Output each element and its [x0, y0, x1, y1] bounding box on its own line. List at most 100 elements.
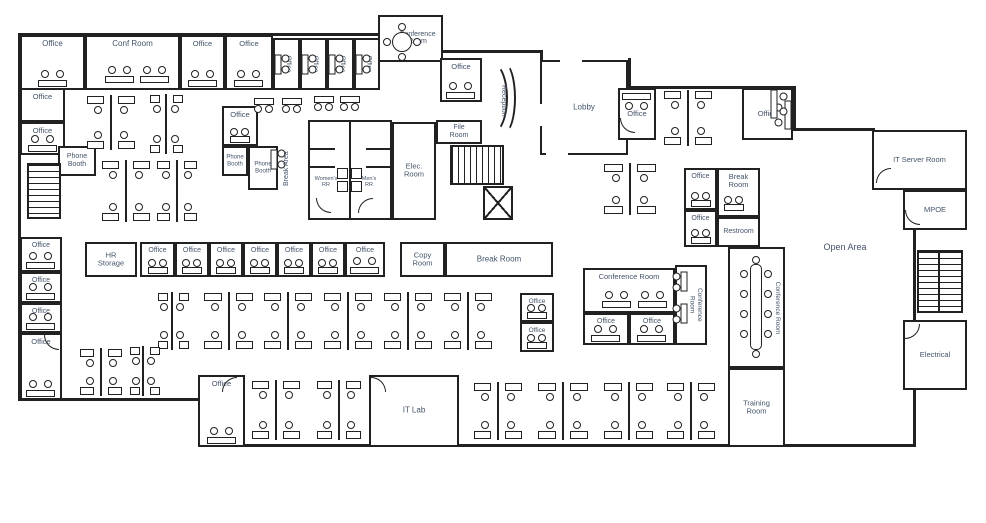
cubicle-desk	[637, 164, 656, 172]
chair-icon	[241, 128, 249, 136]
room-label: Office	[691, 215, 710, 222]
desk-surface	[527, 342, 547, 349]
chair-icon	[640, 325, 648, 333]
desk-with-chairs	[525, 304, 549, 319]
room-office: Office	[243, 242, 277, 277]
chair-icon	[764, 290, 772, 298]
chair-icon	[308, 65, 317, 73]
chair-icon	[640, 174, 648, 182]
room-label: Lobby	[573, 102, 595, 112]
room-office: Office	[311, 242, 345, 277]
cubicle-desk	[637, 206, 656, 214]
cubicle-desk	[130, 347, 140, 355]
desk-with-chairs	[228, 128, 252, 143]
room-label: Office	[192, 39, 213, 48]
desk-surface	[254, 98, 274, 105]
desk-surface	[234, 80, 263, 87]
wall-segment	[198, 444, 915, 447]
chair-icon	[123, 66, 131, 74]
chair-icon	[594, 325, 602, 333]
cubicle-pod	[156, 292, 189, 350]
cubicle-desk	[444, 341, 461, 349]
cubicle-desk	[667, 383, 684, 391]
chair-icon	[527, 334, 535, 342]
room-label: Office	[318, 247, 338, 254]
chair-icon	[237, 70, 245, 78]
room-office: Office	[520, 322, 554, 352]
cubicle-spine	[690, 382, 692, 440]
cubicle-pod	[472, 382, 524, 440]
chair-icon	[281, 65, 290, 73]
wall-segment	[18, 33, 21, 401]
chair-icon	[237, 303, 246, 311]
desk-surface	[187, 80, 217, 87]
chair-icon	[146, 377, 155, 385]
chair-icon	[398, 23, 406, 31]
chair-icon	[205, 70, 214, 78]
chair-icon	[605, 291, 613, 299]
chair-icon	[451, 331, 459, 339]
cubicle-spine	[100, 348, 102, 396]
chair-icon	[271, 331, 279, 339]
room-label: Office	[31, 242, 51, 249]
cubicle-desk	[150, 387, 160, 395]
cubicle-spine	[347, 292, 349, 350]
cubicle-desk	[130, 387, 140, 395]
desk-with-chairs	[689, 229, 713, 244]
desk-with-chairs	[138, 66, 172, 83]
room-phone-booth: Phone Booth	[222, 146, 248, 176]
cubicle-spine	[176, 160, 178, 222]
room-label: Office	[182, 247, 202, 254]
cubicle-spine	[275, 380, 277, 440]
room-office: Office	[684, 168, 717, 210]
chair-icon	[611, 393, 620, 401]
chair-icon	[527, 304, 535, 312]
chair-icon	[285, 391, 293, 399]
chair-icon	[160, 331, 168, 339]
chair-icon	[697, 101, 705, 109]
chair-icon	[29, 380, 37, 388]
room-label: Electrical	[919, 349, 951, 359]
cubicle-desk	[698, 431, 715, 439]
room-it-lab: IT Lab	[369, 375, 459, 447]
chair-icon	[153, 135, 161, 143]
desk-with-chairs	[444, 82, 478, 99]
cubicle-spine	[338, 380, 340, 440]
cubicle-desk	[604, 164, 623, 172]
cubicle-desk	[664, 137, 681, 145]
room-label: Office	[148, 247, 167, 254]
desk-surface	[328, 54, 336, 74]
desk-with-chairs	[689, 192, 713, 207]
cubicle-pod	[202, 292, 255, 350]
chair-icon	[40, 70, 49, 78]
chair-icon	[55, 70, 64, 78]
cubicle-desk	[157, 161, 170, 169]
cubicle-desk	[698, 383, 715, 391]
desk-with-chairs	[282, 259, 306, 274]
reception-curved-wall	[492, 62, 516, 134]
desk-surface	[274, 54, 282, 74]
room-label: Elec. Room	[403, 161, 425, 179]
room-office: Office	[300, 38, 327, 90]
desk-surface	[216, 267, 236, 274]
desk-surface	[770, 89, 778, 119]
cubicle-spine	[165, 94, 167, 154]
desk-with-chairs	[525, 334, 549, 349]
chair-icon	[135, 203, 143, 211]
chair-icon	[153, 105, 161, 113]
cubicle-desk	[133, 161, 150, 169]
cubicle-pod	[250, 380, 302, 440]
cubicle-desk	[283, 431, 300, 439]
room-office: Office	[20, 35, 85, 90]
chair-icon	[131, 357, 140, 365]
desk-with-chairs	[600, 291, 634, 308]
desk-with-chairs	[355, 52, 371, 76]
chair-icon	[259, 391, 267, 399]
chair-icon	[641, 291, 649, 299]
chair-icon	[94, 106, 102, 114]
room-label: Copy Room	[412, 250, 433, 268]
desk-with-chairs	[280, 98, 304, 113]
cubicle-desk	[324, 293, 341, 301]
chair-icon	[672, 283, 681, 292]
desk-with-chairs	[316, 259, 340, 274]
